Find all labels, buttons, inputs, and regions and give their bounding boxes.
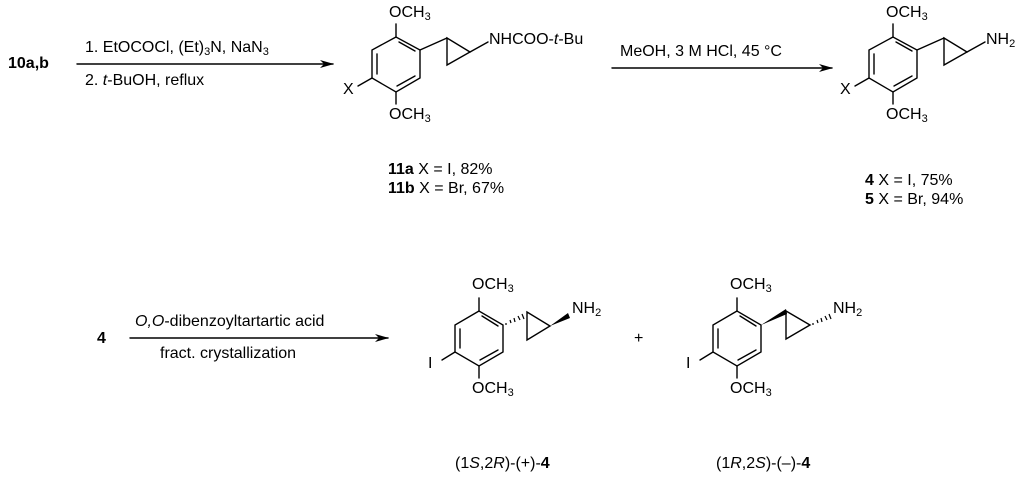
hashed-wedge-bond	[505, 313, 525, 325]
compound-id: 11b	[388, 180, 415, 197]
enantiomer1-iodine: I	[428, 355, 433, 372]
intermediate-och3-bottom: OCH3	[389, 106, 431, 125]
enantiomer2-label: (1R,2S)-(–)-4	[716, 455, 810, 473]
subscript: 3	[262, 46, 269, 58]
group-text: NHCOO-	[489, 31, 554, 48]
yield-text: X = I, 75%	[873, 172, 953, 189]
label-text: )-(+)-	[504, 455, 541, 472]
group-text: -Bu	[558, 31, 584, 48]
yield-text: X = Br, 67%	[414, 180, 505, 197]
structure-product-4-5	[854, 23, 986, 105]
enantiomer1-amine: NH2	[572, 300, 602, 319]
yield-text: X = Br, 94%	[873, 191, 964, 208]
structure-intermediate-11	[357, 23, 489, 105]
reagent-text: N, NaN	[210, 39, 263, 56]
structure-enantiomer-1S-2R	[441, 297, 570, 379]
yield-11b: 11b X = Br, 67%	[388, 180, 504, 198]
reagent-text: -BuOH, reflux	[107, 72, 205, 89]
compound-id: 11a	[388, 161, 414, 178]
label-text-italic: S	[755, 455, 766, 472]
step3-start-compound: 4	[97, 330, 106, 347]
step1-reagent-line1: 1. EtOCOCl, (Et)3N, NaN3	[85, 39, 269, 58]
label-text-italic: R	[493, 455, 505, 472]
enantiomer1-och3-top: OCH3	[472, 276, 514, 295]
start-compound-label: 10a,b	[8, 55, 49, 72]
label-text-italic: S	[469, 455, 480, 472]
solid-wedge-bond	[761, 309, 787, 325]
step2-reagent: MeOH, 3 M HCl, 45 °C	[620, 43, 782, 60]
label-text: ,2	[741, 455, 756, 472]
reagent-text-italic: t	[102, 72, 108, 89]
reagent-text: 1. EtOCOCl, (Et)	[85, 39, 205, 56]
hashed-wedge-bond	[812, 313, 832, 325]
subscript: 3	[204, 46, 211, 58]
enantiomer2-och3-top: OCH3	[730, 276, 772, 295]
reagent-text: 2.	[85, 72, 103, 89]
enantiomer1-och3-bottom: OCH3	[472, 380, 514, 399]
yield-text: X = I, 82%	[413, 161, 493, 178]
enantiomer1-label: (1S,2R)-(+)-4	[455, 455, 550, 473]
step3-reagent: O,O-dibenzoyltartartic acid	[135, 313, 324, 331]
intermediate-x-substituent: X	[343, 81, 354, 98]
plus-sign: +	[634, 330, 644, 347]
product-och3-bottom: OCH3	[886, 106, 928, 125]
label-text: (1	[716, 455, 731, 472]
structure-enantiomer-1R-2S	[699, 297, 832, 379]
label-text: )-(–)-	[765, 455, 802, 472]
enantiomer2-och3-bottom: OCH3	[730, 380, 772, 399]
product-amine-group: NH2	[986, 31, 1016, 50]
label-text: ,2	[479, 455, 494, 472]
compound-id: 4	[801, 455, 811, 472]
step1-reagent-line2: 2. t-BuOH, reflux	[85, 72, 204, 90]
enantiomer2-iodine: I	[686, 355, 691, 372]
enantiomer2-amine: NH2	[833, 300, 863, 319]
reagent-text-italic: O,O	[135, 313, 165, 330]
solid-wedge-bond	[550, 313, 570, 326]
group-text-italic: t	[553, 31, 559, 48]
intermediate-amine-group: NHCOO-t-Bu	[489, 31, 583, 49]
compound-id: 4	[865, 172, 874, 189]
label-text: (1	[455, 455, 470, 472]
product-x-substituent: X	[840, 81, 851, 98]
compound-id: 5	[865, 191, 874, 208]
intermediate-och3-top: OCH3	[389, 4, 431, 23]
yield-11a: 11a X = I, 82%	[388, 161, 493, 179]
label-text-italic: R	[730, 455, 742, 472]
yield-4: 4 X = I, 75%	[865, 172, 953, 190]
step3-condition: fract. crystallization	[160, 345, 297, 362]
compound-id: 4	[540, 455, 550, 472]
product-och3-top: OCH3	[886, 4, 928, 23]
reagent-text: -dibenzoyltartartic acid	[164, 313, 325, 330]
yield-5: 5 X = Br, 94%	[865, 191, 963, 209]
